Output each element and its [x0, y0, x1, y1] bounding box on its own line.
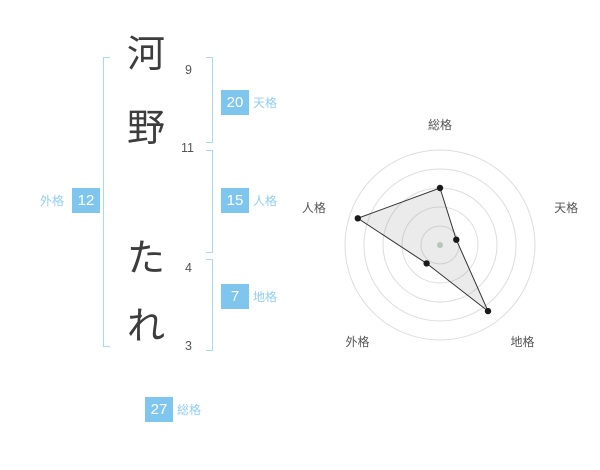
gaikaku-value-badge: 12 [72, 188, 100, 213]
radar-point [423, 260, 430, 267]
chikaku-value-badge: 7 [221, 284, 249, 309]
tenkaku-bracket [206, 57, 213, 143]
radar-axis-label: 人格 [302, 200, 326, 215]
tenkaku-label: 天格 [253, 96, 278, 110]
stroke-count-1: 9 [185, 63, 192, 77]
name-char-3: た [126, 238, 165, 280]
tenkaku-value-badge: 20 [221, 90, 249, 115]
radar-axis-label: 外格 [345, 334, 369, 349]
chikaku-bracket [206, 259, 213, 351]
radar-ring [363, 168, 517, 322]
stroke-count-4: 3 [185, 339, 192, 353]
radar-point [436, 184, 444, 192]
radar-center-dot [437, 242, 443, 248]
name-char-4: れ [126, 306, 165, 348]
radar-axis-label: 総格 [428, 117, 452, 132]
name-char-1: 河 [126, 34, 165, 76]
radar-polygon [356, 187, 489, 312]
stroke-count-3: 4 [185, 261, 192, 275]
soukaku-label: 総格 [177, 403, 202, 417]
chikaku-label: 地格 [253, 290, 278, 304]
stroke-count-2: 11 [181, 141, 194, 155]
radar-ring [344, 149, 536, 341]
radar-axis-label: 地格 [511, 334, 535, 349]
jinkaku-bracket [206, 150, 213, 253]
radar-point [453, 236, 460, 243]
radar-axis-label: 天格 [554, 200, 578, 215]
gaikaku-bracket [103, 57, 110, 347]
gaikaku-label: 外格 [40, 194, 65, 208]
jinkaku-value-badge: 15 [221, 188, 249, 213]
name-char-2: 野 [126, 108, 165, 150]
radar-ring [401, 206, 479, 284]
jinkaku-label: 人格 [253, 194, 278, 208]
radar-point [484, 307, 492, 315]
radar-chart-container: 総格天格地格 外格 人格 [300, 105, 580, 385]
soukaku-value-badge: 27 [145, 397, 173, 422]
radar-point [354, 215, 361, 222]
